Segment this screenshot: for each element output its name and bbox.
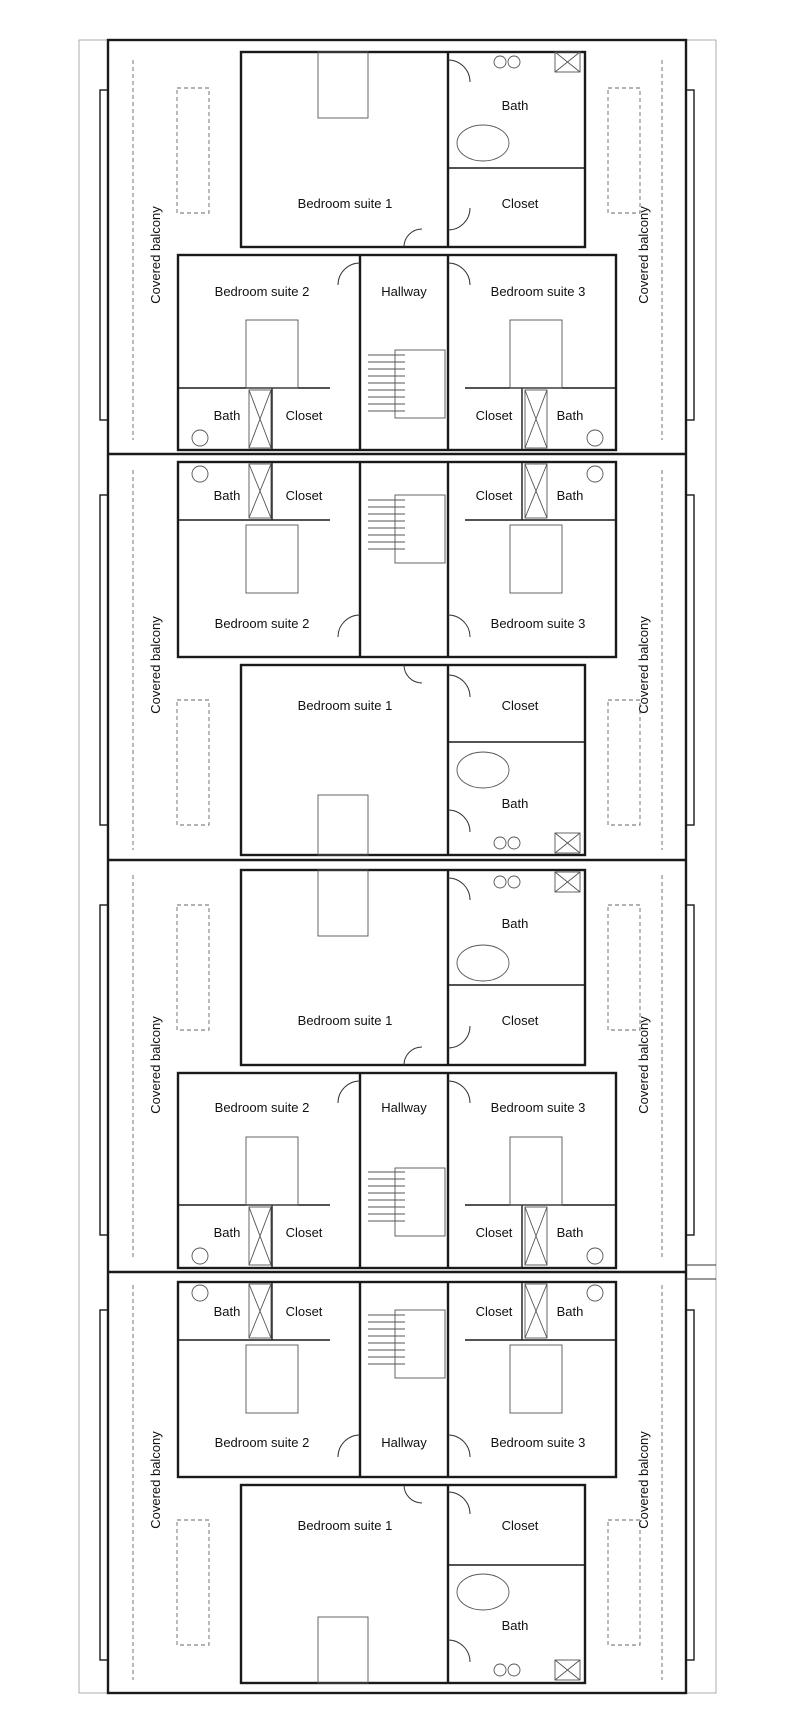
label-bath-c: Bath bbox=[502, 916, 529, 931]
unit-b-furniture bbox=[191, 463, 604, 856]
label-covered-balcony-right-1: Covered balcony bbox=[636, 206, 651, 304]
label-covered-balcony-left-1: Covered balcony bbox=[148, 206, 163, 304]
label-bedroom-suite-2-c: Bedroom suite 2 bbox=[215, 1100, 310, 1115]
label-covered-balcony-left-4: Covered balcony bbox=[148, 1431, 163, 1529]
label-bedroom-suite-1-c: Bedroom suite 1 bbox=[298, 1013, 393, 1028]
label-closet-c: Closet bbox=[502, 1013, 539, 1028]
label-closet-b1: Closet bbox=[286, 488, 323, 503]
label-bedroom-suite-3-c: Bedroom suite 3 bbox=[491, 1100, 586, 1115]
label-closet-c3: Closet bbox=[476, 1225, 513, 1240]
label-bedroom-suite-1-a: Bedroom suite 1 bbox=[298, 196, 393, 211]
label-hallway-a: Hallway bbox=[381, 284, 427, 299]
label-closet-c2: Closet bbox=[286, 1225, 323, 1240]
label-bedroom-suite-2-b: Bedroom suite 2 bbox=[215, 616, 310, 631]
unit-d-labels: Bath Closet Closet Bath Bedroom suite 2 … bbox=[214, 1304, 586, 1633]
label-bath-b3: Bath bbox=[502, 796, 529, 811]
label-closet-a2: Closet bbox=[286, 408, 323, 423]
label-covered-balcony-right-4: Covered balcony bbox=[636, 1431, 651, 1529]
label-bedroom-suite-1-d: Bedroom suite 1 bbox=[298, 1518, 393, 1533]
unit-a-labels: Bedroom suite 1 Bath Closet Hallway Bedr… bbox=[214, 98, 586, 423]
unit-a-walls bbox=[176, 50, 618, 452]
label-covered-balcony-left-3: Covered balcony bbox=[148, 1016, 163, 1114]
label-bedroom-suite-3-b: Bedroom suite 3 bbox=[491, 616, 586, 631]
label-bedroom-suite-3-d: Bedroom suite 3 bbox=[491, 1435, 586, 1450]
unit-b-labels: Bath Closet Closet Bath Bedroom suite 2 … bbox=[214, 488, 586, 811]
unit-c-furniture bbox=[191, 869, 604, 1266]
label-closet-d3: Closet bbox=[502, 1518, 539, 1533]
unit-c-labels: Bath Bedroom suite 1 Closet Bedroom suit… bbox=[214, 916, 586, 1240]
label-closet-d1: Closet bbox=[286, 1304, 323, 1319]
label-bedroom-suite-1-b: Bedroom suite 1 bbox=[298, 698, 393, 713]
label-bath-a3: Bath bbox=[557, 408, 584, 423]
label-bath-b1: Bath bbox=[214, 488, 241, 503]
label-covered-balcony-left-2: Covered balcony bbox=[148, 616, 163, 714]
label-closet-b3: Closet bbox=[502, 698, 539, 713]
label-bath-d3: Bath bbox=[502, 1618, 529, 1633]
label-bath-a2: Bath bbox=[214, 408, 241, 423]
label-bedroom-suite-3-a: Bedroom suite 3 bbox=[491, 284, 586, 299]
label-hallway-c: Hallway bbox=[381, 1100, 427, 1115]
label-bedroom-suite-2-d: Bedroom suite 2 bbox=[215, 1435, 310, 1450]
unit-d-furniture bbox=[191, 1283, 604, 1684]
outer-walls bbox=[99, 38, 716, 1695]
label-bath-a: Bath bbox=[502, 98, 529, 113]
unit-a-furniture bbox=[191, 51, 604, 449]
label-bath-b2: Bath bbox=[557, 488, 584, 503]
label-closet-b2: Closet bbox=[476, 488, 513, 503]
balcony-railings bbox=[132, 60, 663, 1680]
label-closet-a: Closet bbox=[502, 196, 539, 211]
unit-b-walls bbox=[176, 460, 618, 857]
label-bath-c3: Bath bbox=[557, 1225, 584, 1240]
unit-d-walls bbox=[176, 1280, 618, 1685]
label-bath-c2: Bath bbox=[214, 1225, 241, 1240]
label-closet-a3: Closet bbox=[476, 408, 513, 423]
label-covered-balcony-right-3: Covered balcony bbox=[636, 1016, 651, 1114]
label-covered-balcony-right-2: Covered balcony bbox=[636, 616, 651, 714]
balcony-labels: Covered balcony Covered balcony Covered … bbox=[148, 206, 651, 1529]
unit-c-walls bbox=[176, 868, 618, 1270]
label-bedroom-suite-2-a: Bedroom suite 2 bbox=[215, 284, 310, 299]
label-bath-d2: Bath bbox=[557, 1304, 584, 1319]
label-bath-d1: Bath bbox=[214, 1304, 241, 1319]
label-hallway-d: Hallway bbox=[381, 1435, 427, 1450]
label-closet-d2: Closet bbox=[476, 1304, 513, 1319]
balcony-furniture bbox=[176, 87, 641, 1646]
